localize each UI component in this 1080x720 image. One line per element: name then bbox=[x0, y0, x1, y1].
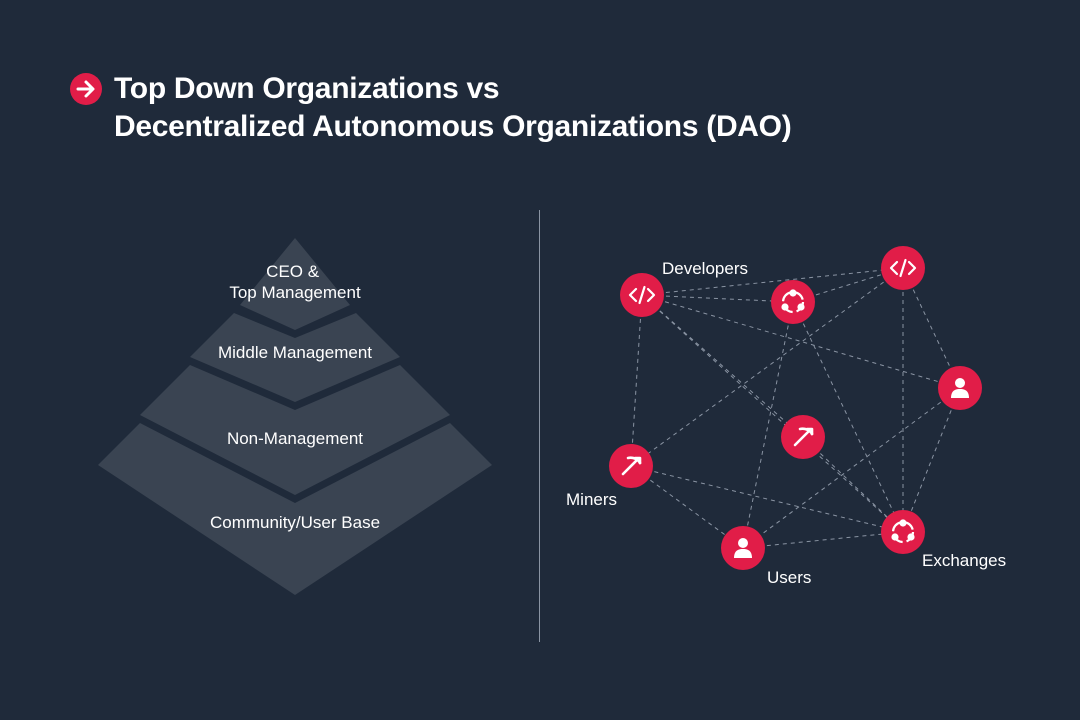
edge bbox=[641, 294, 804, 438]
pyramid-level-community bbox=[98, 423, 492, 595]
edge bbox=[792, 301, 904, 533]
title-line-2: Decentralized Autonomous Organizations (… bbox=[114, 110, 792, 143]
label-exchanges: Exchanges bbox=[922, 551, 1006, 570]
edge bbox=[802, 436, 904, 533]
code-icon bbox=[889, 258, 917, 278]
node-miner-1 bbox=[609, 444, 653, 488]
label-users: Users bbox=[767, 568, 811, 587]
edge bbox=[630, 465, 904, 533]
title-line-1: Top Down Organizations vs bbox=[114, 72, 500, 105]
node-miner-2 bbox=[781, 415, 825, 459]
pickaxe-icon bbox=[621, 456, 642, 476]
edge bbox=[902, 387, 961, 533]
arrow-right-circle-icon bbox=[70, 73, 102, 105]
label-miners: Miners bbox=[566, 490, 617, 509]
node-user-2 bbox=[721, 526, 765, 570]
edge bbox=[641, 294, 904, 533]
pyramid-level-non-management bbox=[140, 365, 450, 495]
user-icon bbox=[951, 378, 969, 398]
code-icon bbox=[628, 285, 656, 305]
edge bbox=[630, 294, 643, 467]
node-exchange-1 bbox=[771, 280, 815, 324]
user-icon bbox=[734, 538, 752, 558]
edge bbox=[902, 267, 961, 389]
pickaxe-icon bbox=[793, 427, 814, 447]
edge bbox=[641, 294, 794, 303]
pyramid-label-ceo-line-2: Top Management bbox=[229, 283, 361, 302]
edge bbox=[630, 267, 904, 467]
header: Top Down Organizations vs Decentralized … bbox=[70, 70, 792, 146]
edge bbox=[641, 267, 904, 296]
pyramid-level-middle-management bbox=[190, 313, 400, 402]
pyramid: CEO & Top Management Middle Management N… bbox=[98, 238, 492, 595]
divider bbox=[539, 210, 540, 642]
pyramid-label-middle-management: Middle Management bbox=[218, 343, 372, 362]
edge bbox=[630, 465, 744, 549]
pyramid-label-ceo: CEO & Top Management bbox=[229, 262, 361, 302]
node-developer-2 bbox=[881, 246, 925, 290]
node-developer-1 bbox=[620, 273, 664, 317]
network-edges bbox=[630, 267, 961, 549]
exchange-icon bbox=[891, 519, 915, 544]
pyramid-label-ceo-line-1: CEO & bbox=[266, 262, 320, 281]
pyramid-label-community: Community/User Base bbox=[210, 513, 380, 532]
pyramid-level-ceo bbox=[240, 238, 350, 330]
node-user-1 bbox=[938, 366, 982, 410]
page-title: Top Down Organizations vs Decentralized … bbox=[114, 70, 792, 146]
pyramid-label-non-management: Non-Management bbox=[227, 429, 363, 448]
node-exchange-2 bbox=[881, 510, 925, 554]
network-nodes bbox=[609, 246, 982, 570]
edge bbox=[742, 301, 794, 549]
edge bbox=[742, 531, 904, 549]
exchange-icon bbox=[781, 289, 805, 314]
label-developers: Developers bbox=[662, 259, 748, 278]
edge bbox=[742, 387, 961, 549]
